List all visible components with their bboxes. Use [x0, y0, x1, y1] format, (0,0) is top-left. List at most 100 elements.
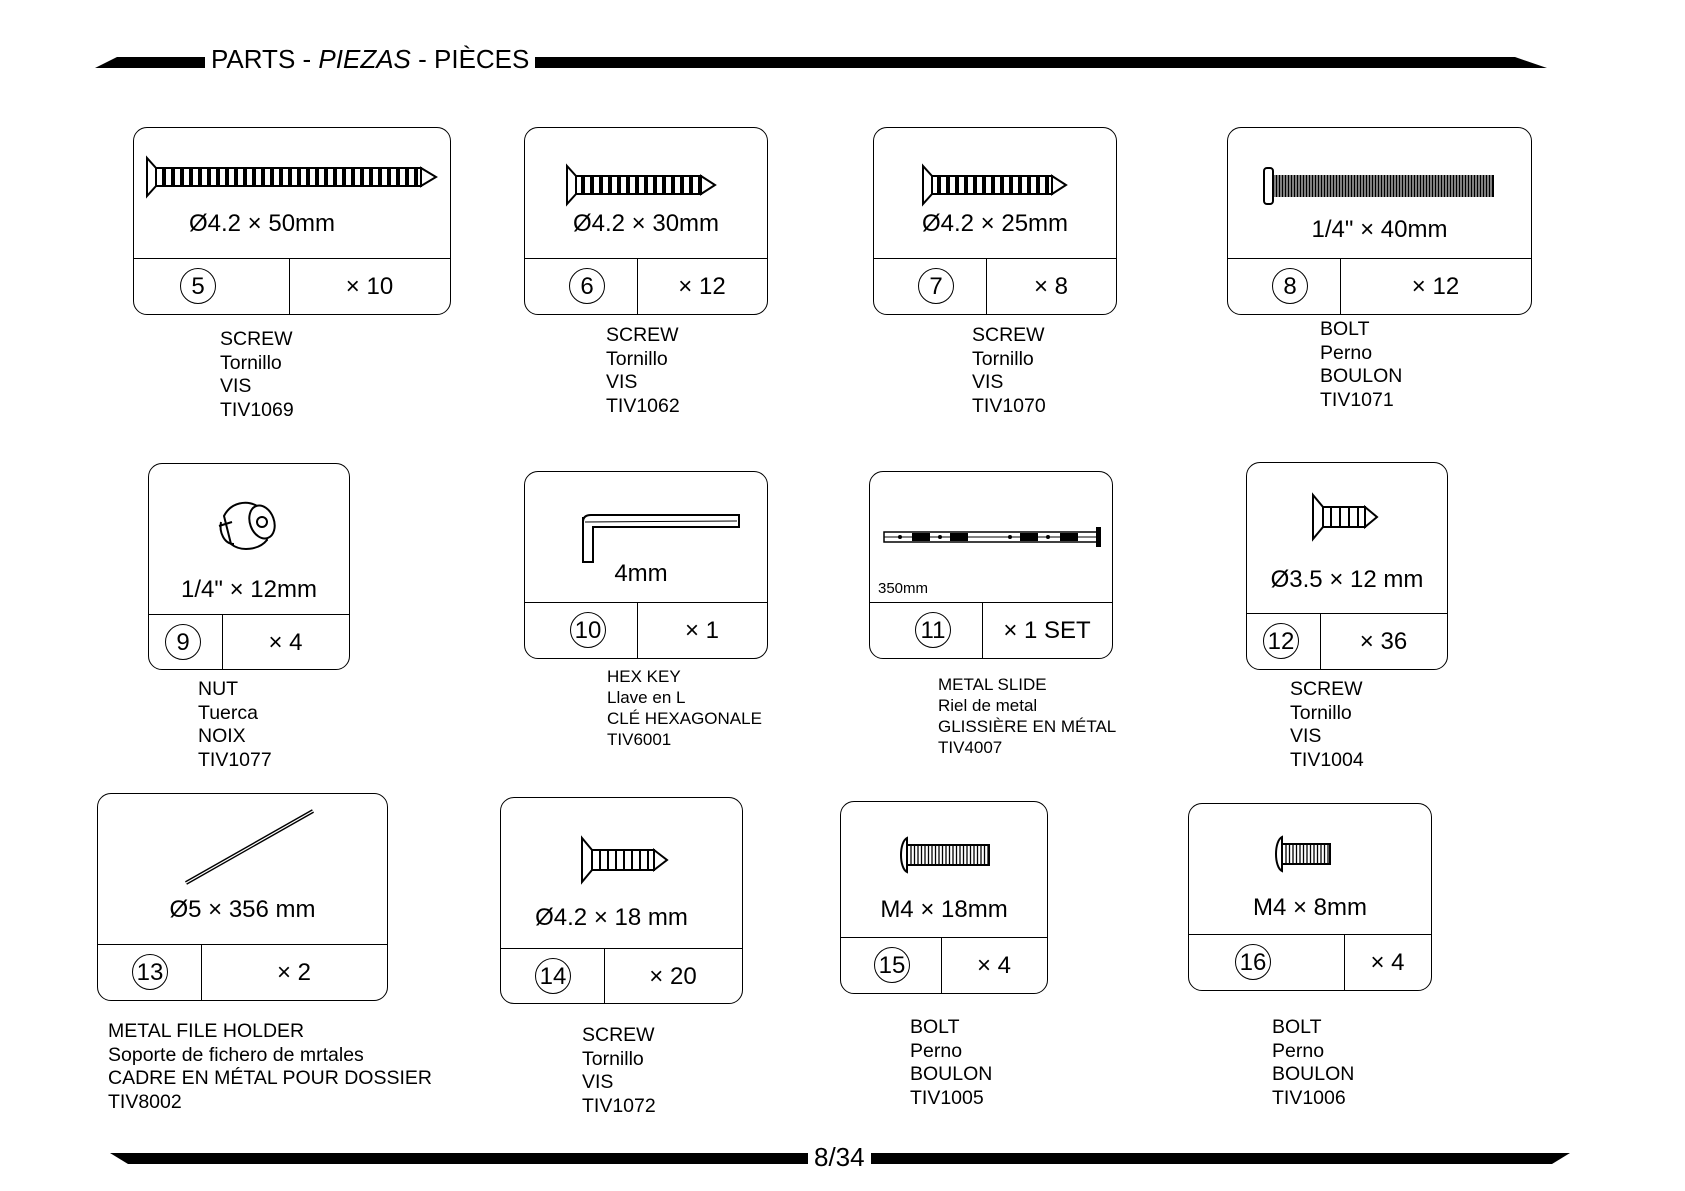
part-dimension: M4 × 18mm	[880, 896, 1008, 923]
part-number-badge: 13	[132, 954, 168, 990]
part-name-es: Perno	[1320, 341, 1373, 364]
part-code: TIV1070	[972, 394, 1046, 417]
part-number-badge: 15	[874, 947, 910, 983]
part-number-badge: 14	[535, 958, 571, 994]
part-name-en: BOLT	[1320, 318, 1370, 340]
part-card-13: Ø5 × 356 mm 13 × 2	[97, 793, 388, 1001]
part-name-fr: BOULON	[910, 1063, 993, 1085]
hex-key-icon	[582, 514, 740, 563]
part-dimension: 1/4" × 40mm	[1311, 216, 1448, 243]
part-name-fr: VIS	[582, 1071, 614, 1093]
part-dimension: 1/4" × 12mm	[181, 576, 317, 603]
part-description-9: NUT Tuerca NOIX TIV1077	[198, 678, 272, 772]
part-name-fr: BOULON	[1320, 365, 1403, 387]
part-card-9: 1/4" × 12mm 9 × 4	[148, 463, 350, 670]
part-name-fr: VIS	[220, 375, 252, 397]
part-code: TIV1004	[1290, 748, 1364, 771]
part-dimension: Ø4.2 × 18 mm	[535, 904, 688, 931]
part-name-en: HEX KEY	[607, 667, 681, 686]
part-name-es: Tornillo	[582, 1047, 644, 1070]
part-description-13: METAL FILE HOLDER Soporte de fichero de …	[108, 1020, 432, 1114]
part-description-8: BOLT Perno BOULON TIV1071	[1320, 318, 1402, 412]
part-name-es: Soporte de fichero de mrtales	[108, 1043, 364, 1066]
part-name-fr: GLISSIÈRE EN MÉTAL	[938, 717, 1117, 736]
part-card-7: Ø4.2 × 25mm 7 × 8	[873, 127, 1117, 315]
part-card-16: M4 × 8mm 16 × 4	[1188, 803, 1432, 991]
round-head-bolt-icon	[900, 836, 990, 874]
part-dimension: Ø4.2 × 25mm	[921, 210, 1069, 237]
part-quantity: × 4	[976, 952, 1012, 979]
metal-slide-icon	[883, 527, 1101, 547]
part-quantity: × 12	[1411, 273, 1460, 300]
part-number-badge: 9	[165, 624, 201, 660]
header-title-fr: PIÈCES	[434, 44, 530, 74]
wood-screw-icon	[1312, 492, 1379, 542]
part-description-12: SCREW Tornillo VIS TIV1004	[1290, 678, 1364, 772]
part-quantity: × 4	[1370, 949, 1405, 976]
part-description-7: SCREW Tornillo VIS TIV1070	[972, 324, 1046, 418]
part-name-es: Tornillo	[606, 347, 668, 370]
part-card-11: 350mm 11 × 1 SET	[869, 471, 1113, 659]
part-name-en: METAL FILE HOLDER	[108, 1020, 305, 1042]
part-name-en: SCREW	[220, 328, 293, 350]
part-code: TIV1071	[1320, 388, 1394, 411]
part-code: TIV1072	[582, 1094, 656, 1117]
part-name-en: NUT	[198, 678, 239, 700]
part-name-es: Riel de metal	[938, 696, 1038, 715]
part-card-12: Ø3.5 × 12 mm 12 × 36	[1246, 462, 1448, 670]
part-code: TIV1069	[220, 398, 294, 421]
part-name-fr: VIS	[1290, 725, 1322, 747]
part-description-10: HEX KEY Llave en L CLÉ HEXAGONALE TIV600…	[607, 666, 762, 750]
part-dimension: Ø4.2 × 30mm	[572, 210, 720, 237]
part-description-15: BOLT Perno BOULON TIV1005	[910, 1016, 992, 1110]
part-number-badge: 10	[570, 612, 606, 648]
part-quantity: × 36	[1359, 628, 1408, 655]
part-dimension: Ø4.2 × 50mm	[188, 210, 336, 237]
part-name-es: Tuerca	[198, 701, 258, 724]
part-name-es: Perno	[1272, 1039, 1325, 1062]
wood-screw-icon	[922, 163, 1068, 207]
part-number-badge: 12	[1263, 623, 1299, 659]
part-name-en: METAL SLIDE	[938, 675, 1047, 694]
part-card-6: Ø4.2 × 30mm 6 × 12	[524, 127, 768, 315]
part-name-en: SCREW	[972, 324, 1045, 346]
part-name-en: SCREW	[1290, 678, 1363, 700]
part-number-badge: 7	[918, 268, 954, 304]
round-head-bolt-icon	[1275, 835, 1331, 873]
part-quantity: × 1	[684, 617, 720, 644]
part-name-fr: VIS	[972, 371, 1004, 393]
part-quantity: × 10	[345, 273, 394, 300]
part-description-16: BOLT Perno BOULON TIV1006	[1272, 1016, 1354, 1110]
barrel-nut-icon	[218, 501, 276, 550]
header-separator: -	[295, 44, 319, 74]
part-code: TIV6001	[607, 730, 672, 749]
part-card-15: M4 × 18mm 15 × 4	[840, 801, 1048, 994]
wood-screw-icon	[566, 163, 717, 207]
part-description-6: SCREW Tornillo VIS TIV1062	[606, 324, 680, 418]
part-code: TIV1006	[1272, 1086, 1346, 1109]
part-code: TIV1005	[910, 1086, 984, 1109]
part-name-es: Llave en L	[607, 688, 686, 707]
part-name-es: Perno	[910, 1039, 963, 1062]
part-dimension: M4 × 8mm	[1252, 894, 1368, 921]
part-name-fr: CLÉ HEXAGONALE	[607, 709, 762, 728]
wood-screw-icon	[146, 155, 438, 199]
part-code: TIV8002	[108, 1090, 182, 1113]
header-title-es: PIEZAS	[318, 44, 411, 74]
part-card-14: Ø4.2 × 18 mm 14 × 20	[500, 797, 743, 1004]
page-number: 8/34	[808, 1142, 871, 1173]
part-code: TIV1062	[606, 394, 680, 417]
metal-rod-icon	[185, 809, 314, 885]
header-title: PARTS - PIEZAS - PIÈCES	[205, 44, 536, 75]
part-code: TIV4007	[938, 738, 1003, 757]
part-quantity: × 8	[1033, 273, 1069, 300]
part-dimension: 350mm	[878, 580, 929, 597]
part-number-badge: 5	[180, 268, 216, 304]
part-number-badge: 6	[569, 268, 605, 304]
part-dimension: Ø3.5 × 12 mm	[1270, 566, 1424, 593]
bolt-icon	[1263, 167, 1494, 205]
part-description-11: METAL SLIDE Riel de metal GLISSIÈRE EN M…	[938, 674, 1116, 758]
part-number-badge: 8	[1272, 268, 1308, 304]
part-name-fr: VIS	[606, 371, 638, 393]
